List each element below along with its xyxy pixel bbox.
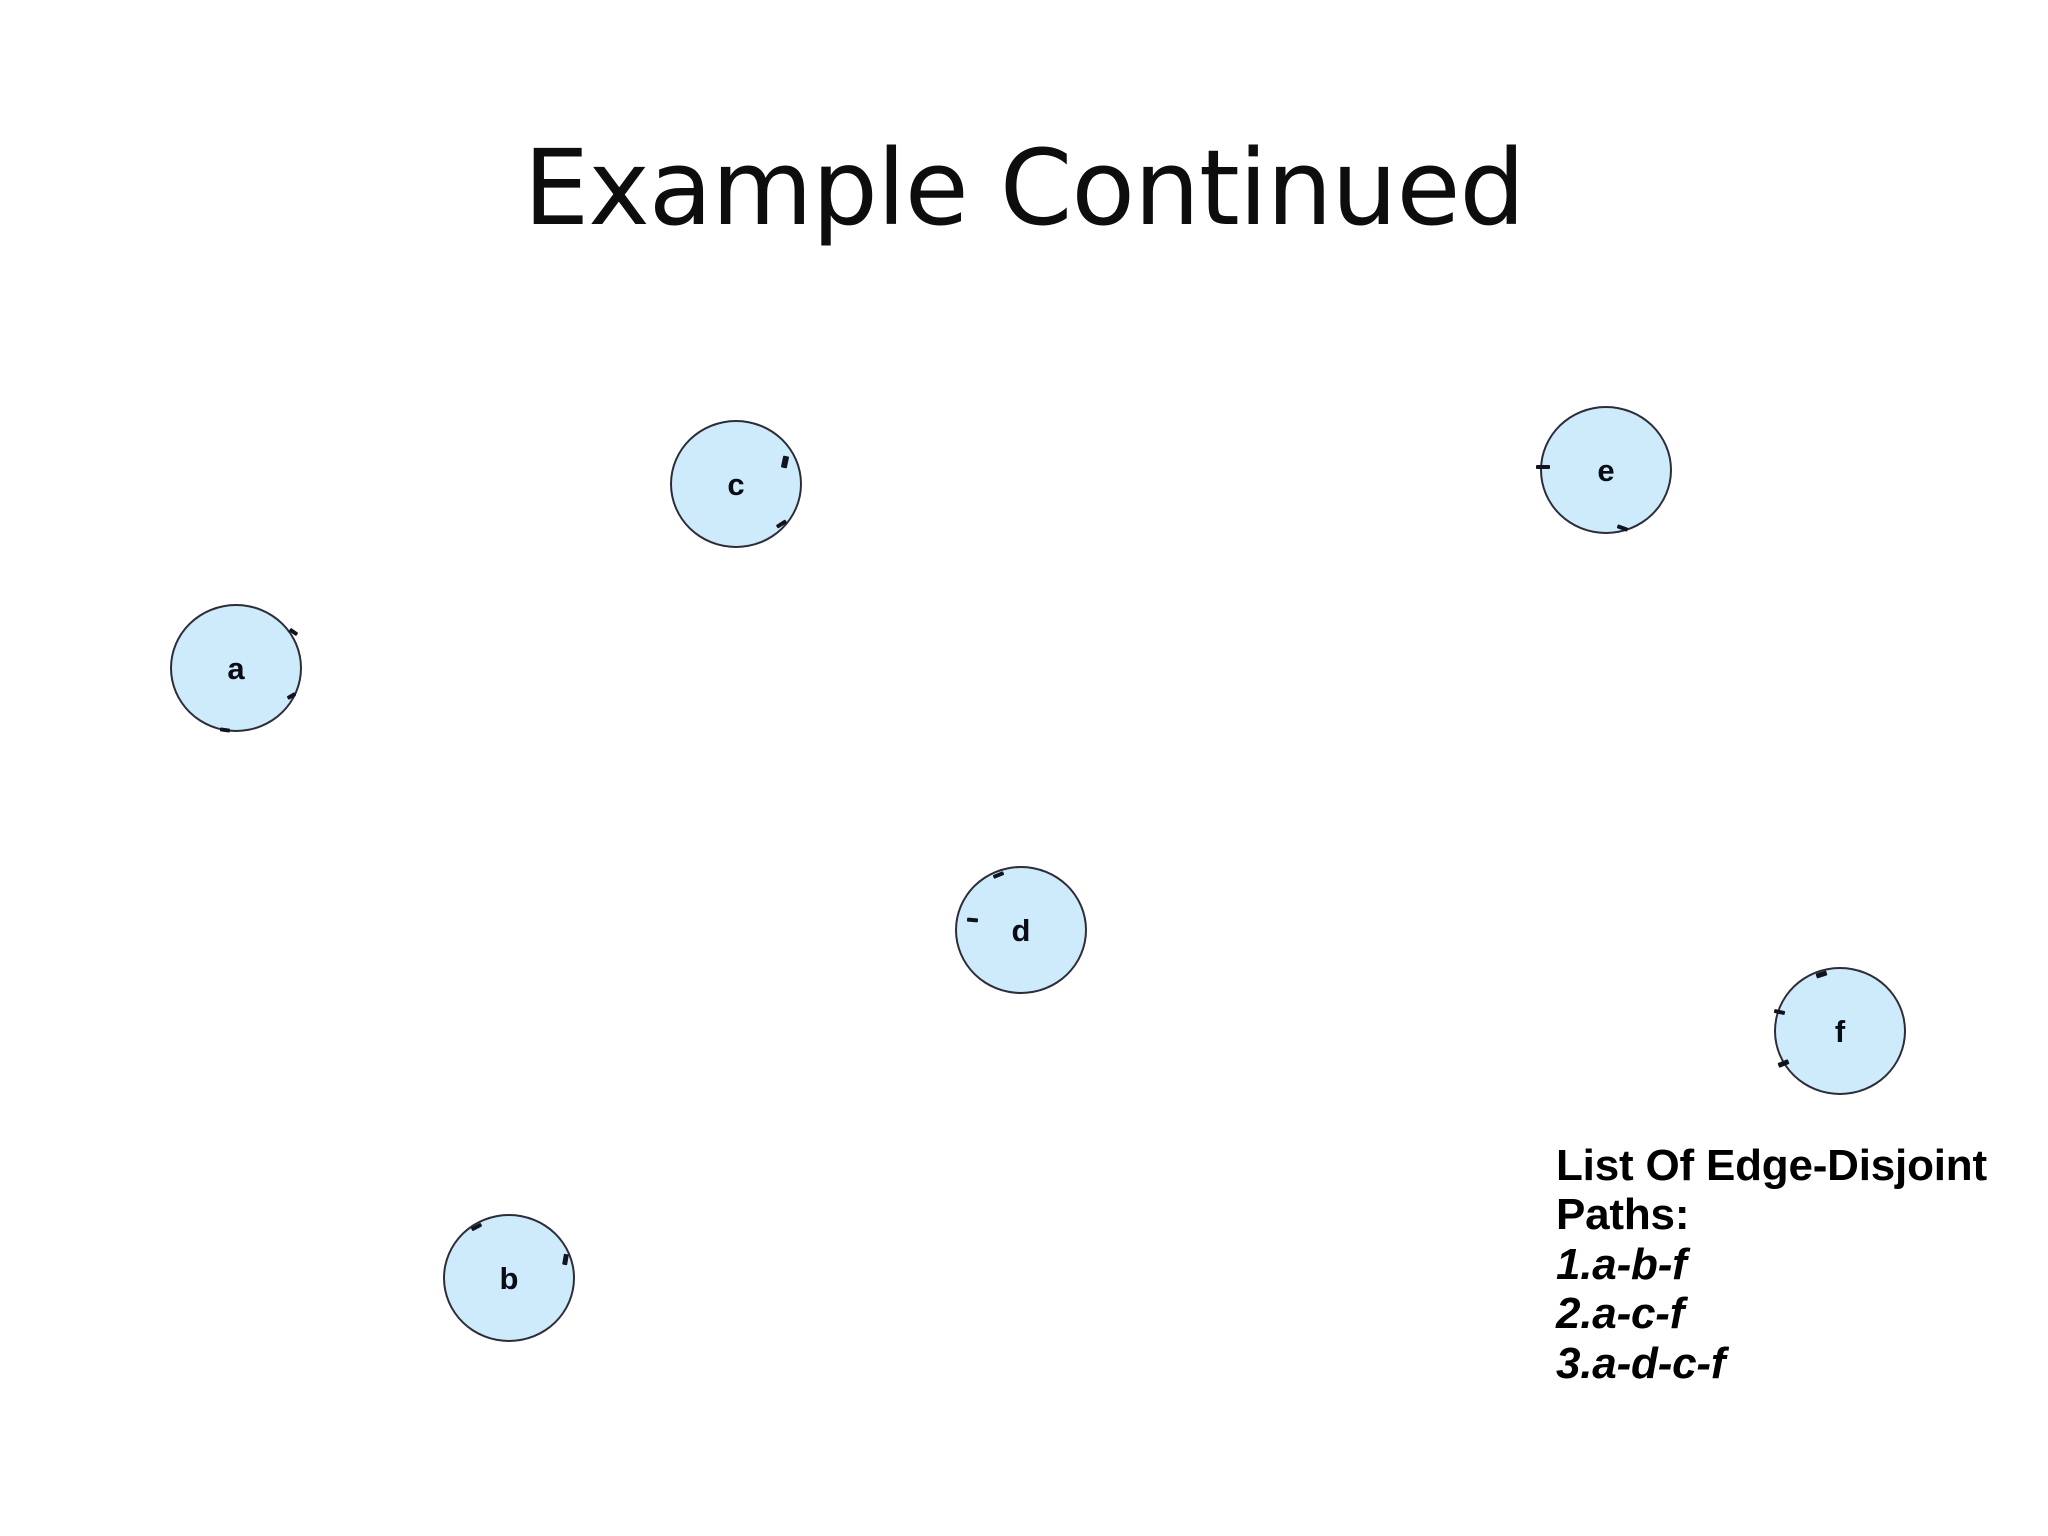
edge-stub-icon — [1777, 1059, 1790, 1068]
graph-node-d[interactable]: d — [955, 866, 1087, 994]
edge-stub-icon — [775, 519, 788, 529]
edge-disjoint-paths-panel: List Of Edge-Disjoint Paths: 1.a-b-f 2.a… — [1556, 1141, 1996, 1389]
graph-node-c[interactable]: c — [670, 420, 802, 548]
edge-stub-icon — [470, 1222, 483, 1232]
edge-stub-icon — [562, 1253, 569, 1266]
graph-node-e-label: e — [1597, 452, 1615, 488]
path-list-item: 3.a-d-c-f — [1556, 1338, 1726, 1388]
edge-stub-icon — [1773, 1008, 1786, 1016]
edge-stub-icon — [219, 727, 231, 733]
graph-node-b[interactable]: b — [443, 1214, 575, 1342]
graph-node-c-label: c — [727, 466, 745, 502]
graph-node-f-label: f — [1834, 1013, 1846, 1049]
graph-node-e[interactable]: e — [1536, 406, 1672, 534]
graph-node-a-label: a — [227, 650, 245, 686]
path-list-item: 2.a-c-f — [1556, 1289, 1685, 1339]
edge-stub-icon — [780, 455, 790, 469]
path-list-item: 1.a-b-f — [1556, 1239, 1687, 1289]
edge-stub-icon — [966, 917, 979, 923]
graph-node-b-label: b — [499, 1260, 519, 1296]
graph-node-d-label: d — [1011, 912, 1031, 948]
graph-node-a[interactable]: a — [170, 604, 302, 733]
edge-stub-icon — [1815, 970, 1828, 979]
page-title: Example Continued — [523, 127, 1526, 249]
edge-stub-icon — [286, 692, 297, 700]
paths-panel-heading: List Of Edge-Disjoint Paths: — [1556, 1141, 1987, 1240]
edge-stub-icon — [288, 627, 299, 637]
edge-stub-icon — [1536, 465, 1550, 469]
edge-stub-icon — [1616, 524, 1629, 532]
edge-stub-icon — [992, 871, 1005, 879]
graph-node-f[interactable]: f — [1773, 967, 1906, 1095]
